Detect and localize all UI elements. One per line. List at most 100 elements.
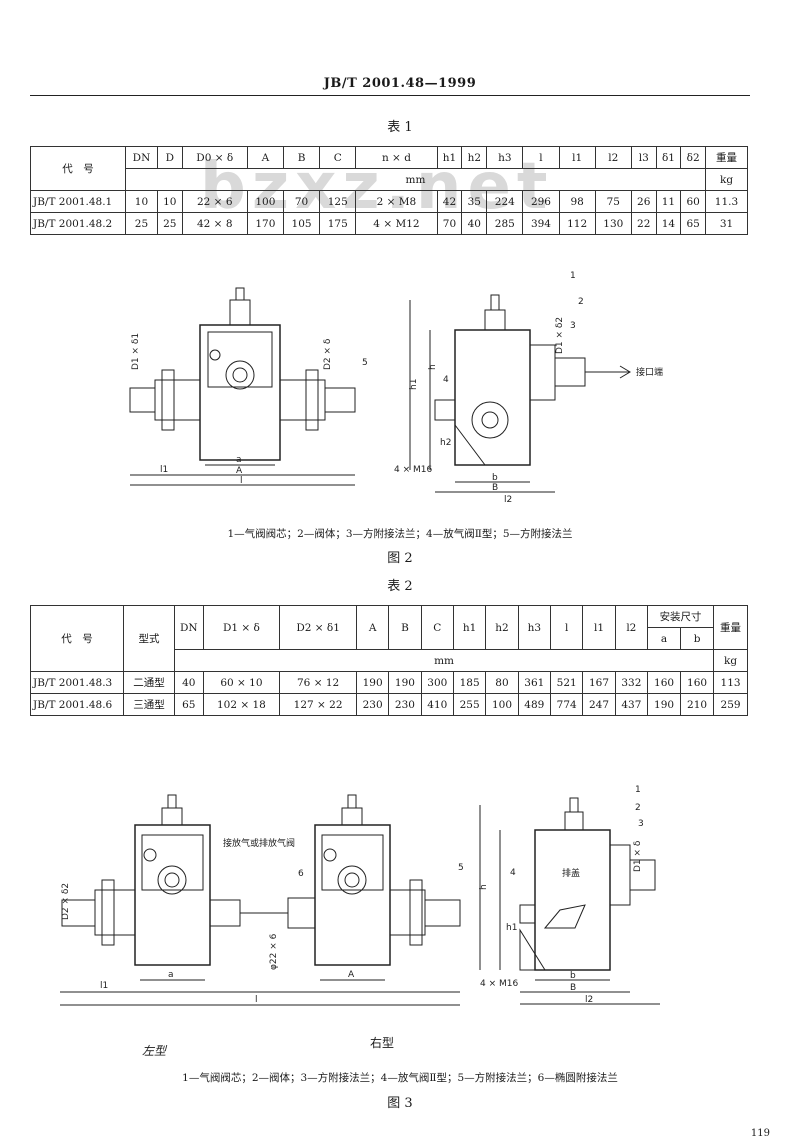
fig2-callout-1: 1 (570, 271, 576, 281)
fig2-dim-d1: D1 × δ1 (131, 333, 141, 370)
table-cell: JB/T 2001.48.6 (30, 693, 124, 716)
fig3-callout-2: 2 (635, 803, 641, 813)
table-cell: 102 × 18 (202, 693, 281, 716)
fig2-dim-h2: h2 (440, 438, 451, 448)
table1-weight-header: 重量 (705, 146, 748, 169)
fig3-dim-d2: φ22 × 6 (269, 933, 279, 970)
fig2-dim-d2: D2 × δ (323, 338, 333, 370)
table-cell: 394 (522, 212, 560, 235)
table-cell: 410 (420, 693, 454, 716)
fig3-callout-3: 3 (638, 819, 644, 829)
fig3-dim-b: b (570, 971, 576, 981)
table2-col-header: D2 × δ1 (279, 605, 357, 650)
fig2-dim-h: h (428, 364, 438, 370)
fig3-side-label: 排盖 (562, 867, 580, 879)
table1-col-header: δ2 (680, 146, 706, 169)
fig2-side-view (409, 294, 631, 493)
table2-caption: 表 2 (387, 579, 413, 594)
table-cell: 70 (282, 190, 321, 213)
fig2-caption: 图 2 (387, 551, 413, 566)
table-cell: 60 × 10 (202, 671, 281, 694)
table-cell: 65 (680, 212, 706, 235)
table-row: JB/T 2001.48.6 三通型 65 102 × 18 127 × 22 … (30, 693, 748, 716)
table-cell: 774 (549, 693, 584, 716)
table-cell: 127 × 22 (279, 693, 357, 716)
table-cell: 10 (125, 190, 158, 213)
page-number: 119 (750, 1128, 770, 1139)
table1-col-header: h2 (461, 146, 488, 169)
table2-unit-kg: kg (713, 649, 748, 672)
fig2-bolts-label: 4 × M16 (394, 465, 432, 475)
table2-unit-row: mm kg (31, 649, 748, 672)
table-cell: 14 (655, 212, 682, 235)
table-cell: 210 (680, 693, 715, 716)
table-cell: 40 (461, 212, 488, 235)
header-rule (30, 95, 750, 96)
fig3-callout-5: 5 (458, 863, 464, 873)
table-cell: 285 (486, 212, 524, 235)
table1-col-header: D0 × δ (181, 146, 248, 169)
table2-col-header: B (388, 605, 422, 650)
table-cell: 98 (558, 190, 596, 213)
fig3-caption: 图 3 (387, 1096, 413, 1111)
fig3-dim-l1: l1 (100, 981, 108, 991)
table-cell: 75 (594, 190, 632, 213)
table-cell: JB/T 2001.48.3 (30, 671, 124, 694)
table2-col-header: l (549, 605, 584, 650)
table-cell: 521 (549, 671, 584, 694)
table1-col-header: h1 (436, 146, 463, 169)
fig2-front-view (129, 287, 356, 486)
table2-install-b: b (680, 627, 715, 650)
fig2-callout-5: 5 (362, 358, 368, 368)
table-2: 代 号 型式 DN D1 × δ D2 × δ1 A B C h1 h2 h3 … (30, 605, 748, 716)
fig3-dim-a: a (168, 970, 174, 980)
table-cell: 25 (156, 212, 183, 235)
fig2-dim-B: B (492, 483, 498, 493)
table1-col-header: DN (125, 146, 158, 169)
table2-weight-header: 重量 (713, 605, 748, 650)
table-cell: 190 (355, 671, 390, 694)
table-cell: 11 (655, 190, 682, 213)
table-cell: 35 (461, 190, 488, 213)
table-cell: 361 (517, 671, 552, 694)
fig3-dim-A: A (348, 970, 355, 980)
table2-header-row: 代 号 型式 DN D1 × δ D2 × δ1 A B C h1 h2 h3 … (30, 605, 748, 672)
fig3-right-title: 右型 (370, 1036, 395, 1050)
fig3-dim-B: B (570, 983, 576, 993)
fig3-vent-label: 接放气或排放气阀 (223, 837, 295, 849)
table1-header-row: 代 号 DN D D0 × δ A B C n × d h1 h2 h3 l l… (30, 146, 748, 191)
fig2-arrow-label: 接口端 (636, 366, 663, 378)
table-cell: 255 (452, 693, 487, 716)
fig3-middle-valve (240, 794, 461, 966)
fig3-left-title: 左型 (142, 1044, 167, 1058)
table2-col-header: A (355, 605, 390, 650)
fig2-callout-3: 3 (570, 321, 576, 331)
table-cell: 70 (436, 212, 463, 235)
fig3-callout-4: 4 (510, 868, 516, 878)
table-cell: 332 (614, 671, 649, 694)
table1-col-header: l2 (594, 146, 632, 169)
fig3-dim-l: l (255, 995, 258, 1005)
table-cell: 224 (486, 190, 524, 213)
fig3-left-valve (61, 794, 241, 966)
table-cell: JB/T 2001.48.2 (30, 212, 126, 235)
table-cell: 42 (436, 190, 463, 213)
table1-code-header: 代 号 (30, 146, 126, 191)
table-cell: JB/T 2001.48.1 (30, 190, 126, 213)
table1-col-header: l (522, 146, 560, 169)
fig3-bolts-label: 4 × M16 (480, 979, 518, 989)
table-cell: 130 (594, 212, 632, 235)
table-cell: 296 (522, 190, 560, 213)
table1-col-header: δ1 (655, 146, 682, 169)
fig2-dim-d3: D1 × δ2 (555, 317, 565, 354)
table-cell: 230 (388, 693, 422, 716)
table1-unit-kg: kg (705, 168, 748, 191)
table2-install-a: a (647, 627, 682, 650)
table-cell: 42 × 8 (181, 212, 248, 235)
fig3-dim-h: h (479, 884, 489, 890)
table-cell: 60 (680, 190, 706, 213)
table-cell: 40 (174, 671, 204, 694)
table2-col-header: h2 (485, 605, 519, 650)
table-cell: 26 (630, 190, 657, 213)
fig3-legend: 1—气阀阀芯；2—阀体；3—方附接法兰；4—放气阀Ⅱ型；5—方附接法兰；6—椭圆… (182, 1072, 618, 1084)
